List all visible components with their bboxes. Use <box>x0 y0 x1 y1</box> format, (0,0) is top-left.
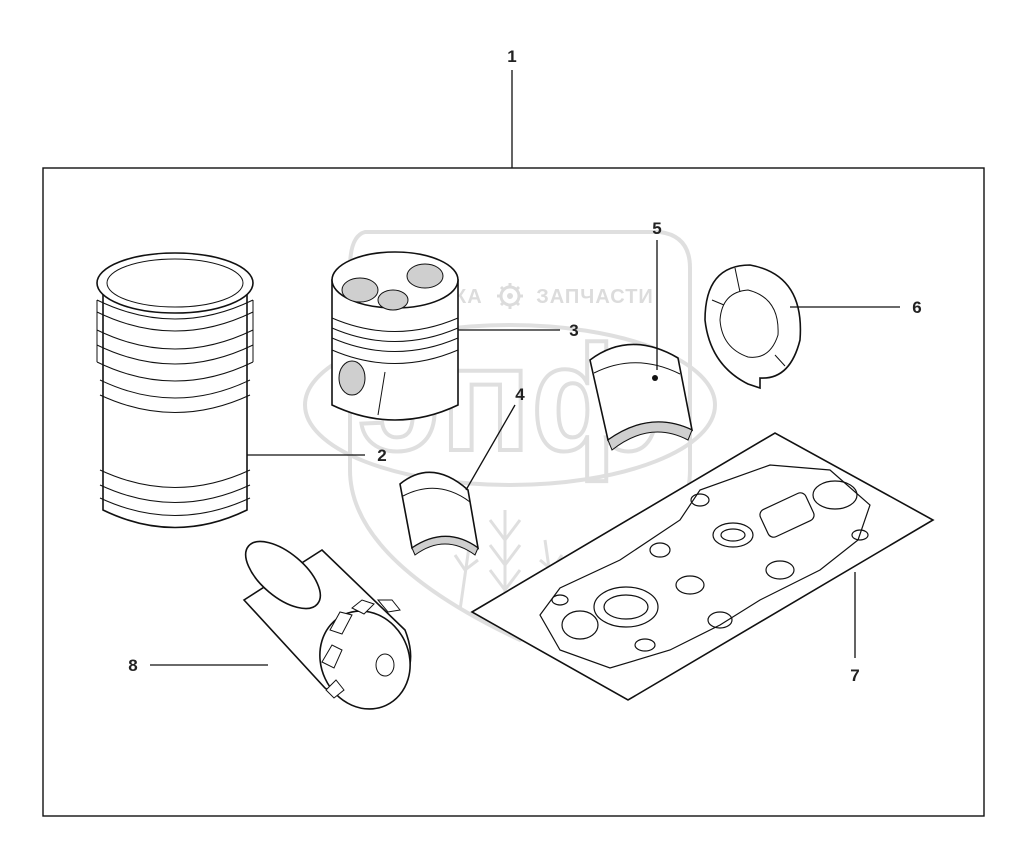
watermark-right-text: ЗАПЧАСТИ <box>536 286 654 308</box>
callout-7: 7 <box>850 666 859 685</box>
oil-filter <box>242 540 412 710</box>
piston <box>331 251 459 421</box>
leader-lines <box>150 70 900 666</box>
thrust-washer <box>704 264 802 390</box>
callout-1: 1 <box>507 47 516 66</box>
gasket-set <box>470 432 935 701</box>
watermark-gear-icon <box>497 283 523 309</box>
bearing-shell-large <box>589 343 694 451</box>
callout-2: 2 <box>377 446 386 465</box>
cylinder-liner <box>96 252 254 529</box>
callout-5: 5 <box>652 219 661 238</box>
callout-4: 4 <box>515 385 525 404</box>
callout-3: 3 <box>569 321 578 340</box>
bearing-shell-small <box>399 471 480 556</box>
callout-6: 6 <box>912 298 921 317</box>
leader-line-4 <box>465 404 516 491</box>
callout-8: 8 <box>128 656 137 675</box>
kit-frame <box>42 167 985 817</box>
